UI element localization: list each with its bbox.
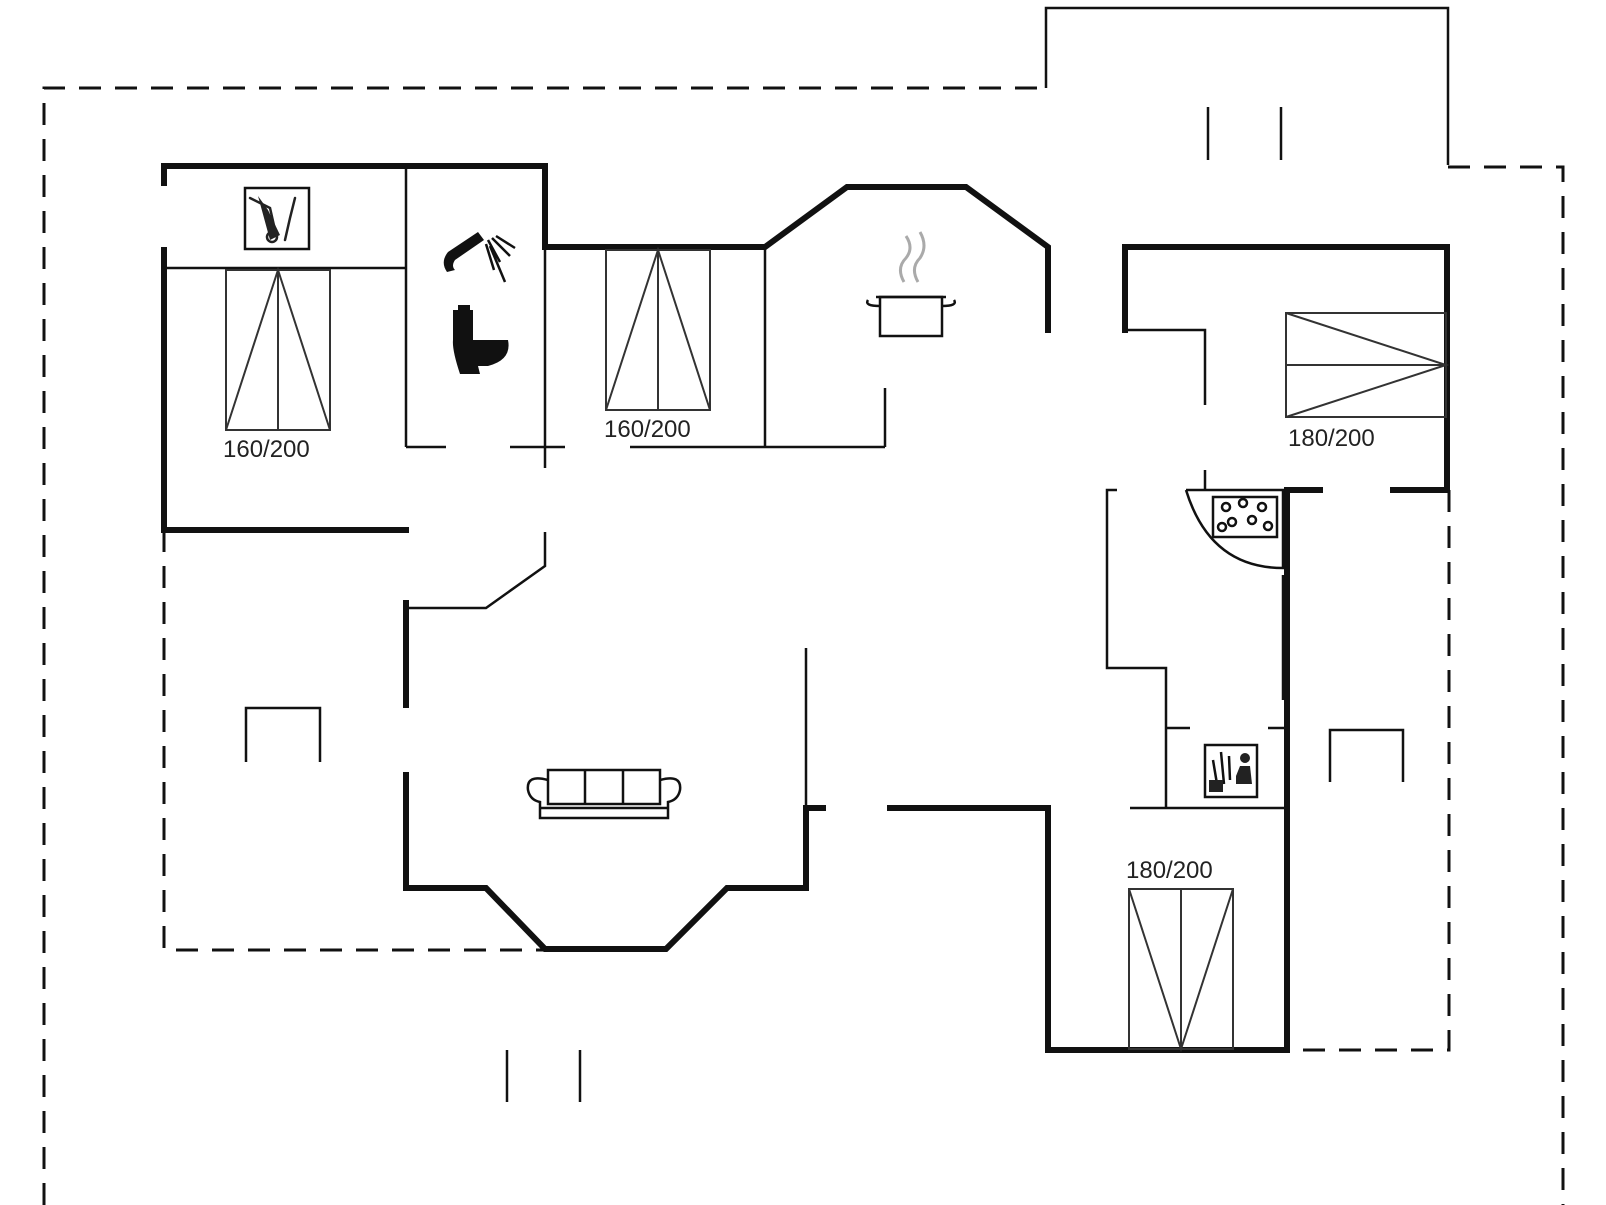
whirlpool-icon [1184, 488, 1285, 570]
terrace-table-icon [1328, 728, 1405, 782]
double-bed [225, 266, 331, 431]
sofa-icon [526, 768, 682, 820]
entrance-steps-bottom [505, 1050, 582, 1102]
interior-walls [164, 166, 1287, 810]
terrace-table-icon [244, 706, 322, 762]
sauna-room [1203, 743, 1259, 799]
exterior-walls [161, 163, 1450, 1053]
washing-machine-icon [243, 186, 311, 251]
terrace-left [162, 530, 545, 952]
living-room [526, 768, 682, 820]
bedroom-2: 160/200 [604, 246, 711, 443]
cooking-pot-icon [866, 231, 956, 338]
plot-boundary [42, 6, 1565, 1205]
kitchen [866, 231, 956, 338]
laundry-room [243, 186, 311, 251]
bedroom-4: 180/200 [1126, 857, 1234, 1053]
spa-area [1184, 488, 1285, 570]
bed-size-label: 160/200 [604, 416, 691, 443]
double-bed [1285, 312, 1450, 418]
toilet-icon [452, 305, 509, 374]
bathroom [443, 232, 516, 374]
entrance-steps-top [1206, 107, 1283, 160]
bedroom-1: 160/200 [223, 266, 331, 463]
double-bed [605, 246, 711, 411]
bed-size-label: 160/200 [223, 436, 310, 463]
bed-size-label: 180/200 [1288, 425, 1375, 452]
terrace-right [1292, 490, 1451, 1052]
shower-icon [443, 232, 516, 283]
bedroom-3: 180/200 [1285, 312, 1450, 452]
bed-size-label: 180/200 [1126, 857, 1213, 884]
double-bed [1128, 888, 1234, 1053]
sauna-icon [1203, 743, 1259, 799]
